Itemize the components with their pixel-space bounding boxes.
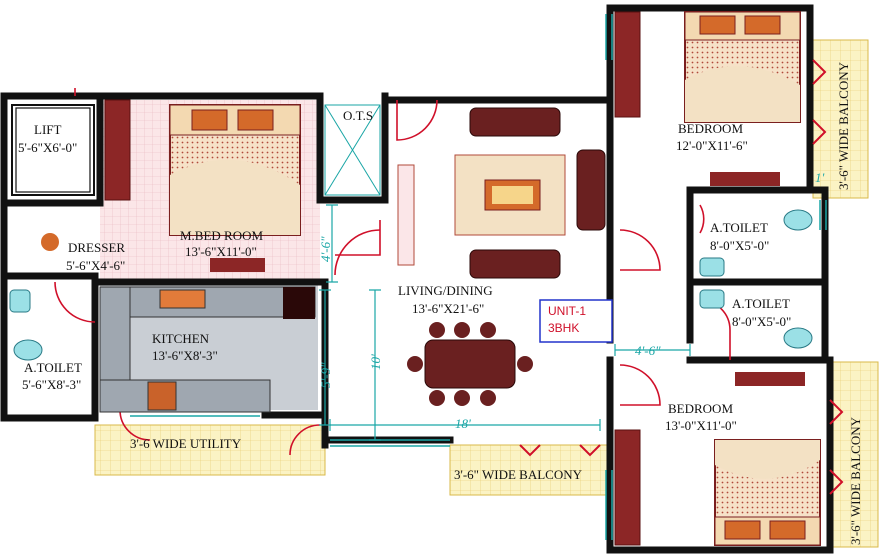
dim-corridor: 4'-6" [318,236,333,262]
room-name-bedroom-top: BEDROOM [678,121,743,136]
door-swings [54,88,731,456]
ots-shaft [324,104,381,196]
room-size-toilet-low: 8'-0"X5'-0" [732,314,791,329]
room-size-lift: 5'-6"X6'-0" [18,140,77,155]
room-name-ots: O.T.S [343,108,373,123]
room-name-kitchen: KITCHEN [152,331,210,346]
right-bottom-balcony-floor [827,361,879,548]
room-size-toilet-mid: 8'-0"X5'-0" [710,238,769,253]
room-size-kitchen: 13'-6"X8'-3" [152,348,218,363]
unit-label-box [539,299,613,343]
unit-name: UNIT-1 [548,304,586,318]
dim-living-height: 10' [368,354,383,370]
dim-passage: 5'-9" [318,362,333,388]
windows [130,14,827,540]
bottom-balcony-floor [449,444,611,496]
room-name-lift: LIFT [34,122,62,137]
room-name-toilet-mid: A.TOILET [710,220,768,235]
sofa-set-icon [397,107,606,279]
toilet-fixtures [9,209,813,361]
dim-toilet-passage: 4'-6" [635,343,661,358]
bed-icon [714,439,821,546]
balcony-rails [519,59,844,495]
bedside-tables [41,172,805,386]
room-size-dresser: 5'-6"X4'-6" [66,258,125,273]
right-top-balcony-floor [812,39,869,199]
utility-floor [94,424,326,476]
kitchen-counter-icon [99,286,316,413]
utility-label: 3'-6 WIDE UTILITY [130,436,242,451]
dimension-lines [319,204,691,441]
balcony-bottom-label: 3'-6" WIDE BALCONY [454,467,583,482]
room-name-toilet-low: A.TOILET [732,296,790,311]
wardrobe-icons [104,11,641,546]
room-size-bedroom-top: 12'-0"X11'-6" [676,138,748,153]
room-name-dresser: DRESSER [68,240,125,255]
balcony-right-bottom-label: 3'-6" WIDE BALCONY [848,416,863,545]
room-size-toilet-left: 5'-6"X8'-3" [22,377,81,392]
room-size-living: 13'-6"X21'-6" [412,301,484,316]
bed-icon [169,104,301,236]
dim-living-width: 18' [455,416,471,431]
unit-type: 3BHK [548,321,579,335]
lift-icon [11,104,95,196]
dim-balcony-gap: 1' [815,170,825,185]
room-size-master-bedroom: 13'-6"X11'-0" [185,244,257,259]
dining-table-icon [407,322,533,406]
room-size-bedroom-bottom: 13'-0"X11'-0" [665,418,737,433]
labels: LIFT 5'-6"X6'-0" DRESSER 5'-6"X4'-6" M.B… [18,61,863,545]
room-name-master-bedroom: M.BED ROOM [180,228,264,243]
room-name-bedroom-bottom: BEDROOM [668,401,733,416]
room-name-toilet-left: A.TOILET [24,360,82,375]
bed-icon [684,11,801,123]
balcony-right-top-label: 3'-6" WIDE BALCONY [836,61,851,190]
room-name-living: LIVING/DINING [398,283,493,298]
